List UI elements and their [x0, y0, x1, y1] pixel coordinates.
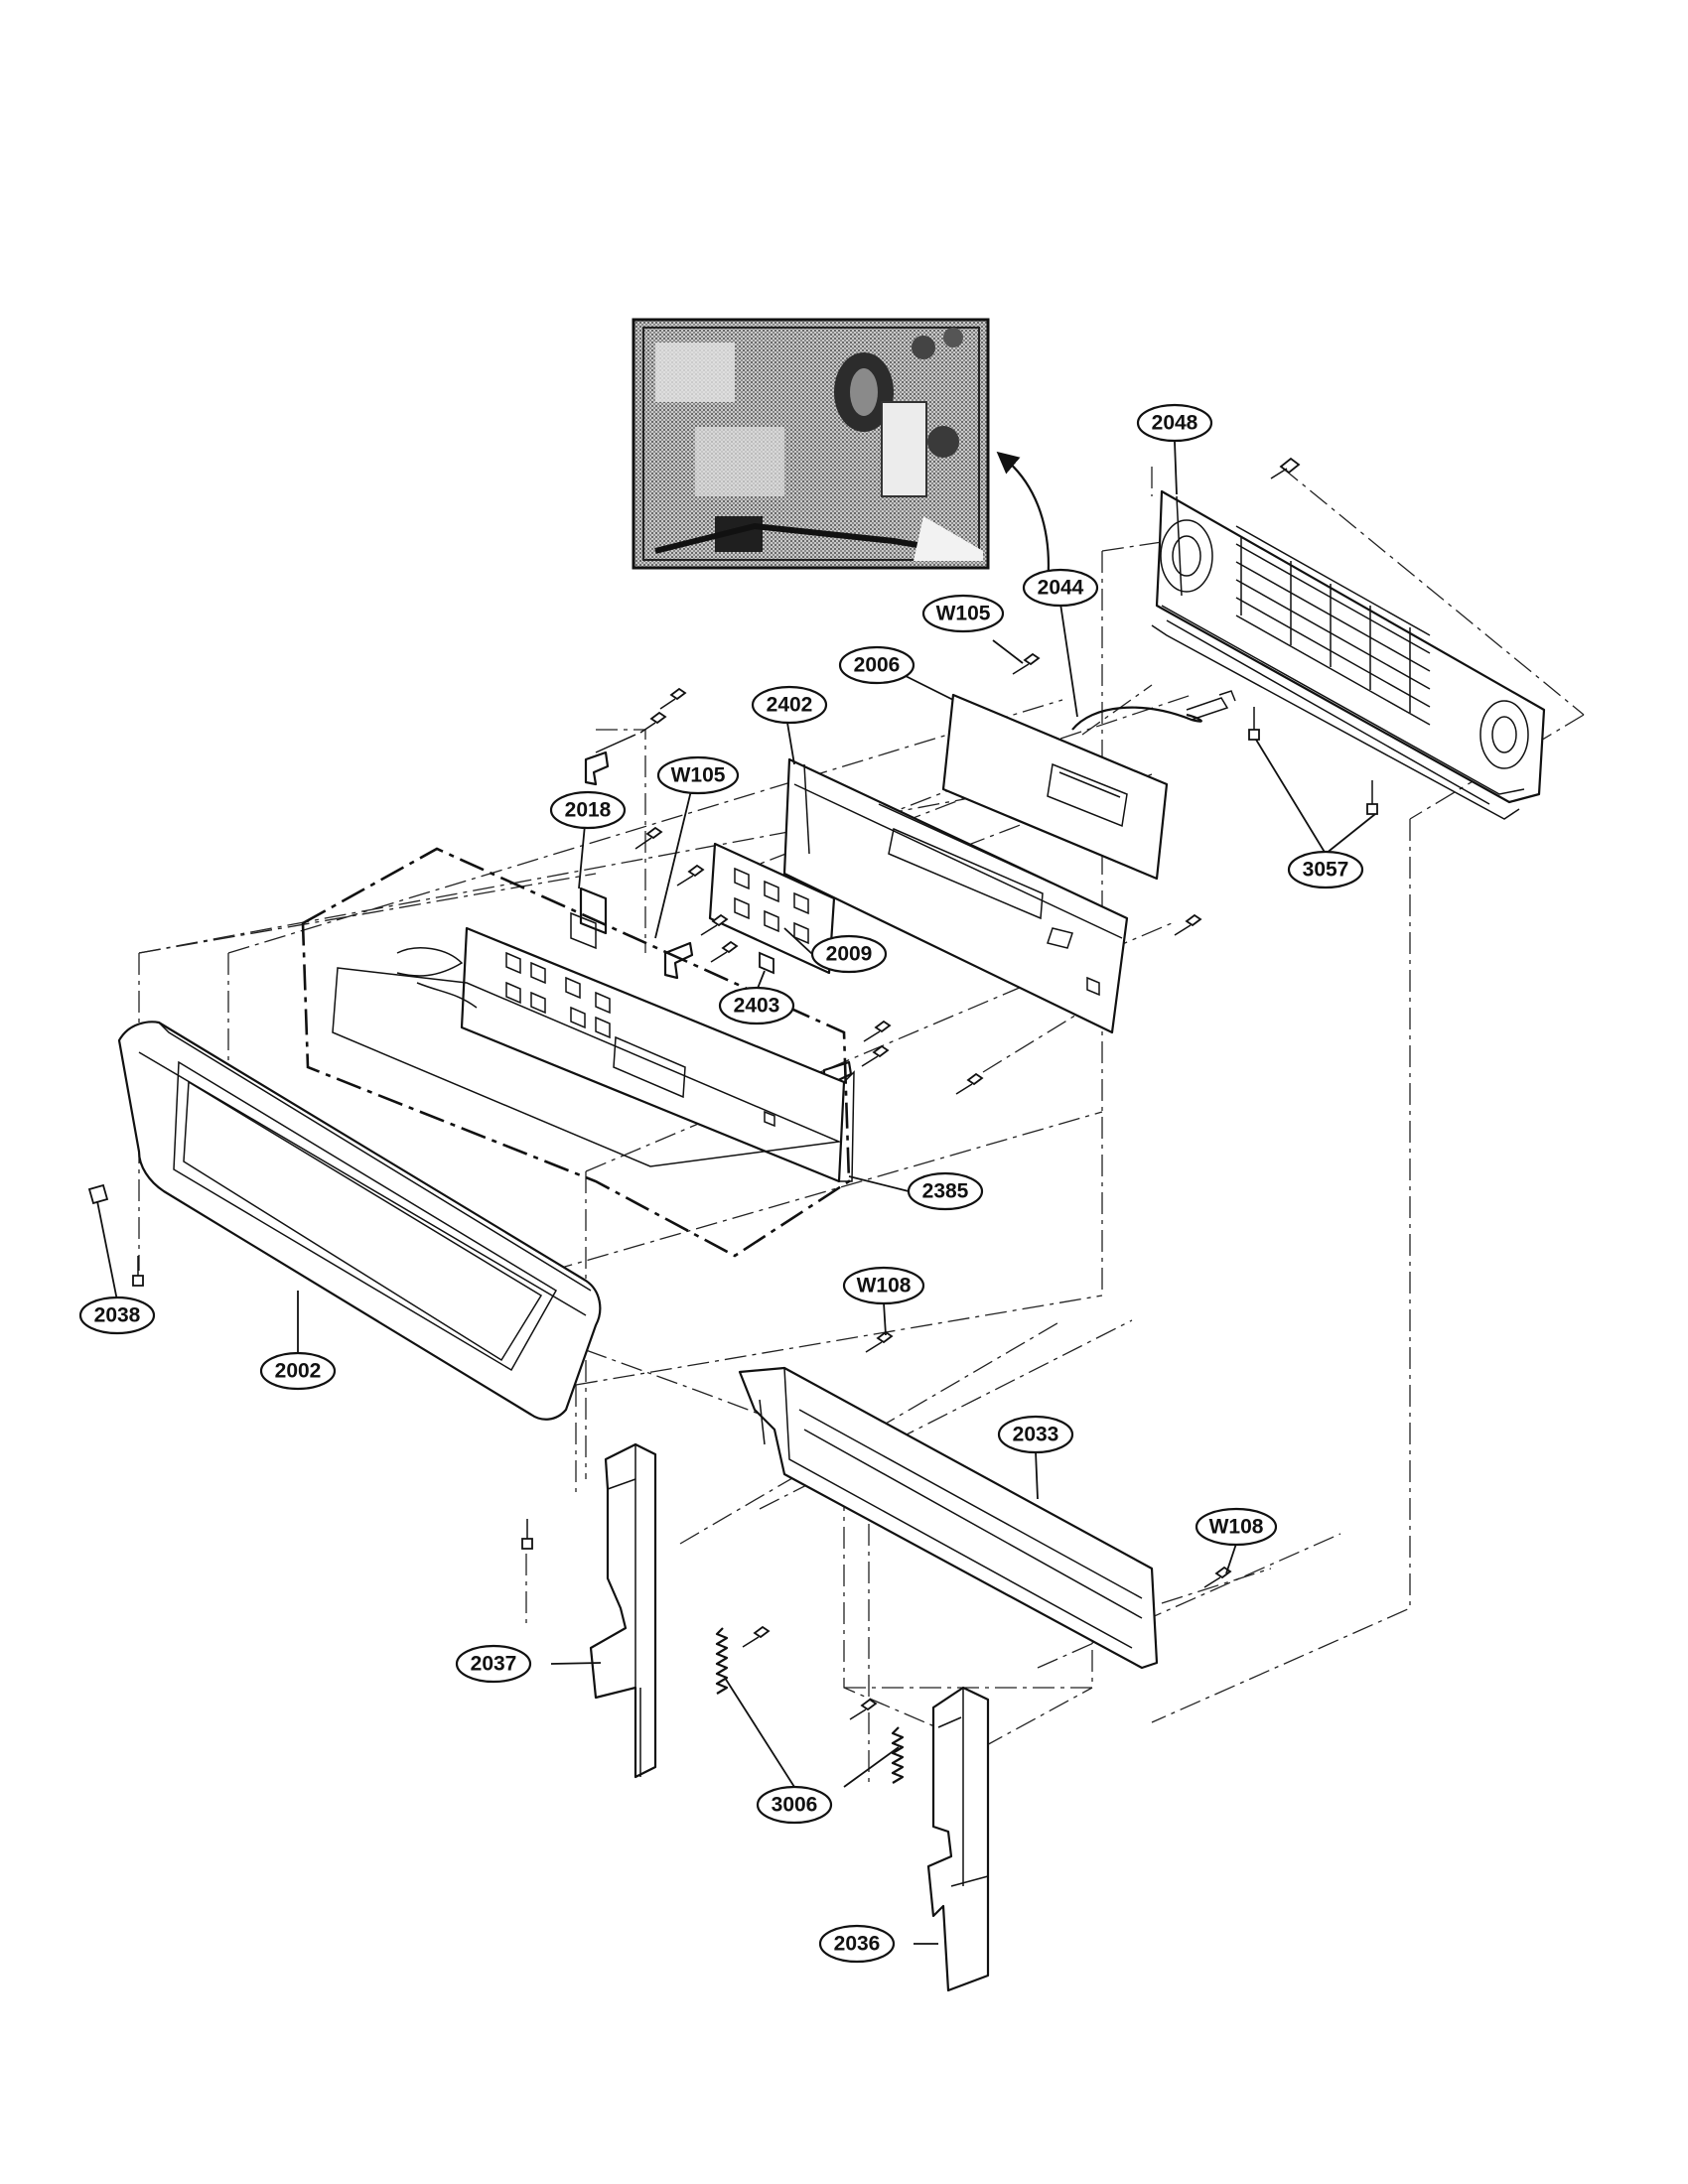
- svg-text:W105: W105: [671, 764, 726, 787]
- springs-3006: [715, 1625, 905, 1784]
- callout-W105-upper: W105: [921, 594, 1005, 633]
- rear-vent-panel-2048: [1151, 489, 1546, 820]
- svg-text:2006: 2006: [854, 654, 901, 677]
- clip-2403: [759, 951, 774, 975]
- svg-text:2009: 2009: [826, 943, 873, 966]
- callout-2385: 2385: [907, 1171, 984, 1211]
- callout-3057: 3057: [1287, 850, 1364, 889]
- callout-2402: 2402: [751, 685, 828, 725]
- clip-2038: [87, 1183, 144, 1287]
- svg-text:2038: 2038: [94, 1304, 141, 1327]
- side-bracket-2037: [589, 1442, 657, 1779]
- callout-W108-upper: W108: [842, 1266, 925, 1305]
- screw-2048-top: [1270, 457, 1301, 479]
- svg-text:2385: 2385: [922, 1180, 969, 1203]
- front-panel-2002: [117, 1021, 602, 1421]
- screw-2002-bottom: [521, 1519, 533, 1550]
- display-board-2006: [941, 690, 1236, 881]
- svg-text:2037: 2037: [471, 1653, 517, 1676]
- svg-text:2033: 2033: [1013, 1424, 1059, 1446]
- screws-misc: [634, 652, 1202, 1095]
- control-board-photo-inset: [632, 318, 990, 570]
- callout-2018: 2018: [549, 790, 627, 830]
- keypad-board-2009: [708, 842, 836, 975]
- svg-text:2036: 2036: [834, 1933, 881, 1956]
- lift-out-arrow: [996, 451, 1050, 587]
- bracket-frame-2402: [782, 757, 1129, 1034]
- svg-text:2403: 2403: [734, 995, 780, 1018]
- callout-2006: 2006: [838, 645, 915, 685]
- lower-rail-2033: [738, 1366, 1159, 1670]
- callout-2037: 2037: [455, 1644, 532, 1684]
- callout-3006: 3006: [756, 1785, 833, 1825]
- svg-text:2048: 2048: [1152, 412, 1198, 435]
- side-bracket-2036: [926, 1686, 990, 1992]
- callout-W105-lower: W105: [656, 755, 740, 795]
- callout-2403: 2403: [718, 986, 795, 1025]
- callout-2002: 2002: [259, 1351, 337, 1391]
- callout-2038: 2038: [78, 1296, 156, 1335]
- svg-text:W105: W105: [936, 603, 991, 625]
- svg-text:3057: 3057: [1303, 859, 1349, 882]
- svg-text:2018: 2018: [565, 799, 612, 822]
- screws-3057: [1248, 707, 1378, 815]
- svg-text:3006: 3006: [772, 1794, 818, 1817]
- svg-text:2402: 2402: [767, 694, 813, 717]
- svg-text:2002: 2002: [275, 1360, 322, 1383]
- svg-text:2044: 2044: [1038, 577, 1084, 600]
- control-assembly-boundary-2385: [301, 847, 851, 1258]
- callout-2009: 2009: [810, 934, 888, 974]
- callout-2036: 2036: [818, 1924, 896, 1964]
- svg-text:W108: W108: [857, 1275, 912, 1297]
- callout-2033: 2033: [997, 1415, 1074, 1454]
- svg-text:W108: W108: [1209, 1516, 1264, 1539]
- control-panel-2385: [332, 926, 855, 1183]
- callout-2048: 2048: [1136, 403, 1213, 443]
- callout-W108-lower: W108: [1195, 1507, 1278, 1547]
- callout-2044: 2044: [1022, 568, 1099, 608]
